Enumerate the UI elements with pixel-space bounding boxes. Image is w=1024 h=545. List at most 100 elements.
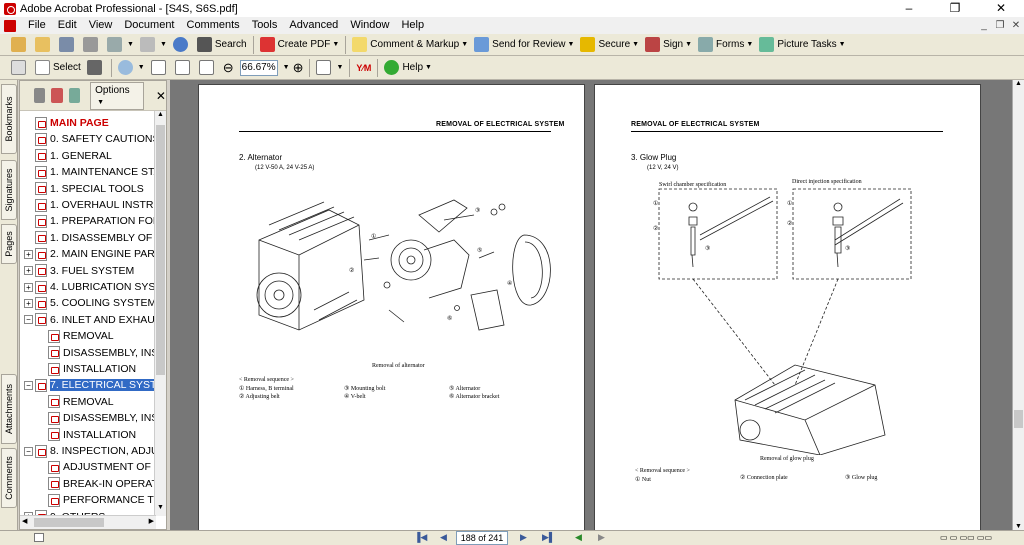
- email-button[interactable]: [170, 35, 194, 55]
- hand-tool-button[interactable]: [8, 58, 32, 78]
- fit-page-button[interactable]: [172, 58, 196, 78]
- bookmark-item[interactable]: 1. DISASSEMBLY OF: [35, 230, 152, 246]
- send-for-review-button[interactable]: Send for Review▼: [471, 35, 577, 55]
- bookmark-item[interactable]: +2. MAIN ENGINE PART: [24, 246, 156, 262]
- bookmark-item[interactable]: 1. SPECIAL TOOLS: [35, 181, 144, 197]
- bookmark-item[interactable]: 1. MAINTENANCE STA: [35, 164, 156, 180]
- page-layout-icons[interactable]: ▭ ▭ ▭▭ ▭▭: [940, 533, 992, 542]
- scroll-up-arrow[interactable]: ▲: [155, 111, 166, 123]
- zoom-dropdown-icon[interactable]: ▼: [283, 64, 290, 71]
- bookmark-options-button[interactable]: Options ▼: [90, 82, 144, 110]
- tab-pages[interactable]: Pages: [1, 224, 17, 264]
- bookmark-item[interactable]: INSTALLATION: [48, 361, 136, 377]
- secure-button[interactable]: Secure▼: [577, 35, 642, 55]
- fit-width-button[interactable]: [196, 58, 220, 78]
- bookmark-item[interactable]: −7. ELECTRICAL SYSTE: [24, 377, 156, 393]
- print-button[interactable]: [80, 35, 104, 55]
- trash-icon[interactable]: [34, 88, 45, 103]
- next-page-button[interactable]: ▶: [520, 532, 527, 543]
- rotate-view-button[interactable]: ▼: [313, 58, 346, 78]
- picture-tasks-button[interactable]: Picture Tasks▼: [756, 35, 848, 55]
- bookmark-item[interactable]: MAIN PAGE: [35, 115, 109, 131]
- go-forward-button[interactable]: ▶: [598, 532, 605, 543]
- bookmark-item[interactable]: REMOVAL: [48, 394, 114, 410]
- open-button[interactable]: [8, 35, 32, 55]
- attach-button[interactable]: ▼: [137, 35, 170, 55]
- scroll-down-arrow[interactable]: ▼: [1013, 523, 1024, 530]
- tab-signatures[interactable]: Signatures: [1, 160, 17, 220]
- bookmark-item[interactable]: BREAK-IN OPERAT: [48, 476, 156, 492]
- document-icon[interactable]: [4, 20, 16, 32]
- document-viewport[interactable]: REMOVAL OF ELECTRICAL SYSTEM 2. Alternat…: [170, 80, 1012, 530]
- zoom-out-button[interactable]: ⊖: [220, 58, 237, 78]
- select-tool-button[interactable]: Select: [32, 58, 84, 78]
- go-back-button[interactable]: ◀: [575, 532, 582, 543]
- new-bookmark-icon[interactable]: [51, 88, 62, 103]
- scroll-thumb[interactable]: [156, 125, 165, 375]
- bookmark-item[interactable]: −6. INLET AND EXHAUS: [24, 312, 156, 328]
- doc-minimize-button[interactable]: _: [976, 17, 992, 34]
- comment-markup-button[interactable]: Comment & Markup▼: [349, 35, 471, 55]
- scroll-down-arrow[interactable]: ▼: [155, 504, 166, 516]
- collapse-icon[interactable]: −: [24, 315, 33, 324]
- zoom-in-button[interactable]: ⊕: [290, 58, 307, 78]
- bookmark-vertical-scrollbar[interactable]: ▲ ▼: [154, 111, 166, 516]
- scroll-thumb[interactable]: [1014, 410, 1023, 428]
- sign-button[interactable]: Sign▼: [642, 35, 695, 55]
- close-button[interactable]: ✕: [978, 0, 1024, 17]
- scroll-right-arrow[interactable]: ▶: [149, 517, 154, 525]
- snapshot-button[interactable]: [84, 58, 108, 78]
- bookmark-item[interactable]: +5. COOLING SYSTEM: [24, 295, 156, 311]
- menu-comments[interactable]: Comments: [181, 17, 246, 34]
- page-number-input[interactable]: 188 of 241: [456, 531, 508, 545]
- scroll-thumb[interactable]: [34, 518, 104, 527]
- bookmark-item[interactable]: PERFORMANCE TE: [48, 492, 156, 508]
- open-folder-button[interactable]: [32, 35, 56, 55]
- expand-bookmark-icon[interactable]: [69, 88, 80, 103]
- zoom-tool-button[interactable]: ▼: [115, 58, 148, 78]
- expand-icon[interactable]: +: [24, 266, 33, 275]
- bookmark-item[interactable]: DISASSEMBLY, INS: [48, 410, 156, 426]
- help-button[interactable]: Help▼: [381, 58, 435, 78]
- menu-edit[interactable]: Edit: [52, 17, 83, 34]
- tab-attachments[interactable]: Attachments: [1, 374, 17, 444]
- menu-window[interactable]: Window: [344, 17, 395, 34]
- last-page-button[interactable]: ▶▌: [542, 532, 555, 543]
- expand-icon[interactable]: +: [24, 250, 33, 259]
- forms-button[interactable]: Forms▼: [695, 35, 756, 55]
- bookmark-item[interactable]: 0. SAFETY CAUTIONS: [35, 131, 156, 147]
- bookmark-horizontal-scrollbar[interactable]: ◀ ▶: [20, 515, 156, 529]
- scroll-left-arrow[interactable]: ◀: [22, 517, 27, 525]
- menu-file[interactable]: File: [22, 17, 52, 34]
- create-pdf-button[interactable]: Create PDF▼: [257, 35, 343, 55]
- minimize-button[interactable]: –: [886, 0, 932, 17]
- save-button[interactable]: [56, 35, 80, 55]
- tab-comments[interactable]: Comments: [1, 448, 17, 508]
- bookmark-item[interactable]: INSTALLATION: [48, 427, 136, 443]
- actual-size-button[interactable]: [148, 58, 172, 78]
- zoom-level-input[interactable]: 66.67%: [240, 60, 278, 76]
- bookmark-item[interactable]: REMOVAL: [48, 328, 114, 344]
- bookmark-item[interactable]: 1. OVERHAUL INSTRU: [35, 197, 156, 213]
- bookmark-item[interactable]: ADJUSTMENT OF E: [48, 459, 156, 475]
- bookmark-item[interactable]: 1. GENERAL: [35, 148, 112, 164]
- menu-help[interactable]: Help: [395, 17, 430, 34]
- tab-bookmarks[interactable]: Bookmarks: [1, 84, 17, 154]
- first-page-button[interactable]: ▐◀: [414, 532, 427, 543]
- expand-icon[interactable]: +: [24, 283, 33, 292]
- doc-restore-button[interactable]: ❐: [992, 17, 1008, 34]
- expand-icon[interactable]: +: [24, 299, 33, 308]
- close-panel-icon[interactable]: ✕: [156, 89, 166, 103]
- menu-tools[interactable]: Tools: [246, 17, 284, 34]
- document-vertical-scrollbar[interactable]: ▲ ▼: [1012, 80, 1024, 530]
- search-button[interactable]: Search: [194, 35, 250, 55]
- maximize-button[interactable]: ❐: [932, 0, 978, 17]
- collapse-icon[interactable]: −: [24, 447, 33, 456]
- menu-document[interactable]: Document: [118, 17, 180, 34]
- bookmark-item[interactable]: +4. LUBRICATION SYST: [24, 279, 156, 295]
- bookmark-item[interactable]: 1. PREPARATION FOR: [35, 213, 156, 229]
- collapse-icon[interactable]: −: [24, 381, 33, 390]
- scroll-up-arrow[interactable]: ▲: [1013, 80, 1024, 92]
- doc-close-button[interactable]: ✕: [1008, 17, 1024, 34]
- yanmar-plugin-button[interactable]: Y⁄M: [353, 58, 374, 78]
